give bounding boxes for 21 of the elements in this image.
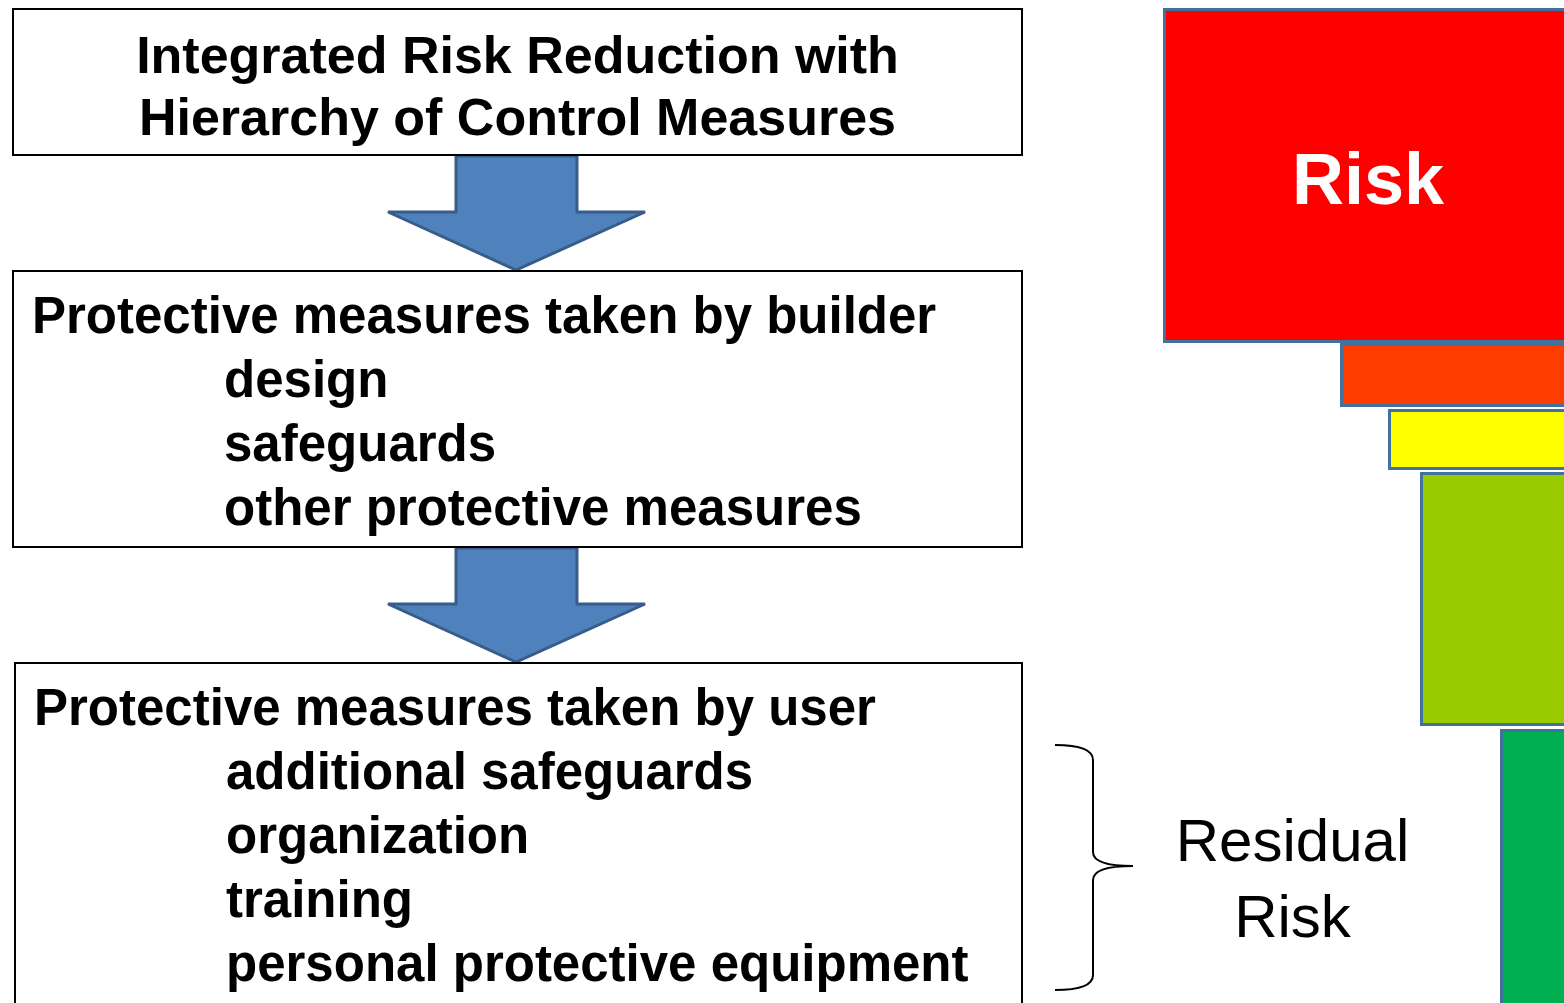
block-arrow: [386, 154, 647, 272]
title-box: [12, 8, 1023, 156]
title-text: Integrated Risk Reduction with Hierarchy of Control Measures: [135, 25, 900, 148]
list-item: design: [224, 350, 389, 410]
list-item: personal protective equipment: [226, 934, 969, 994]
list-item: additional safeguards: [226, 742, 754, 802]
block-arrow: [386, 546, 647, 664]
risk-bar: [1340, 343, 1564, 407]
risk-bar: [1163, 8, 1564, 343]
heading-text: Protective measures taken by user: [34, 678, 876, 738]
measures-box: [12, 270, 1023, 548]
list-item: training: [226, 870, 413, 930]
list-item: safeguards: [224, 414, 497, 474]
list-item: organization: [226, 806, 530, 866]
risk-bar: [1388, 409, 1564, 470]
residual-risk-label: Residual Risk: [1174, 806, 1411, 952]
measures-box: [14, 662, 1023, 1003]
list-item: other protective measures: [224, 478, 862, 538]
risk-bar: [1420, 472, 1564, 726]
risk-label: Risk: [1290, 139, 1446, 219]
heading-text: Protective measures taken by builder: [32, 286, 937, 346]
